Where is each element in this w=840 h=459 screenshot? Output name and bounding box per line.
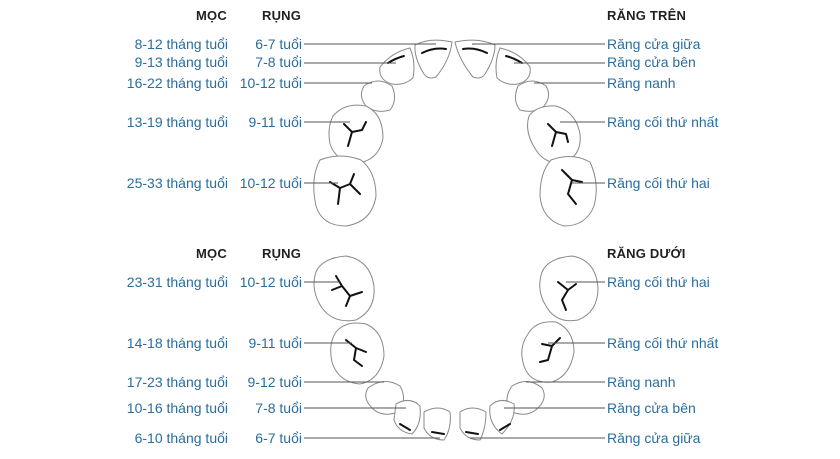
upper-first-molar-right [527, 105, 581, 164]
lower-tooth-5: Răng cửa giữa [607, 430, 701, 446]
upper-erupt-1: 8-12 tháng tuổi [134, 36, 228, 52]
lower-shed-1: 10-12 tuổi [239, 274, 302, 290]
upper-header-erupt: MỌC [196, 8, 227, 23]
upper-tooth-3: Răng nanh [607, 75, 676, 91]
upper-shed-1: 6-7 tuổi [255, 36, 302, 52]
lower-shed-3: 9-12 tuổi [247, 374, 302, 390]
lower-header-title: RĂNG DƯỚI [607, 246, 686, 261]
lower-tooth-1: Răng cối thứ hai [607, 274, 710, 290]
upper-lateral-incisor-left [379, 47, 415, 85]
lower-lateral-incisor-left [393, 400, 421, 435]
upper-erupt-4: 13-19 tháng tuổi [126, 114, 228, 130]
lower-tooth-4: Răng cửa bên [607, 400, 696, 416]
lower-central-incisor-right [459, 407, 487, 441]
lower-first-molar-right [521, 321, 575, 383]
lower-shed-2: 9-11 tuổi [248, 335, 302, 351]
upper-erupt-2: 9-13 tháng tuổi [134, 54, 228, 70]
upper-shed-4: 9-11 tuổi [248, 114, 302, 130]
upper-lateral-incisor-right [495, 47, 531, 85]
lower-erupt-2: 14-18 tháng tuổi [126, 335, 228, 351]
upper-tooth-2: Răng cửa bên [607, 54, 696, 70]
upper-header-title: RĂNG TRÊN [607, 8, 687, 23]
lower-erupt-1: 23-31 tháng tuổi [126, 274, 228, 290]
upper-shed-3: 10-12 tuổi [239, 75, 302, 91]
lower-header-erupt: MỌC [196, 246, 227, 261]
upper-erupt-3: 16-22 tháng tuổi [126, 75, 228, 91]
lower-shed-5: 6-7 tuổi [255, 430, 302, 446]
upper-canine-right [514, 80, 550, 112]
upper-tooth-1: Răng cửa giữa [607, 36, 701, 52]
upper-canine-left [360, 80, 396, 112]
upper-central-incisor-left [414, 39, 453, 79]
lower-central-incisor-left [423, 407, 451, 441]
upper-second-molar-left [313, 155, 377, 227]
lower-header-shed: RỤNG [262, 246, 302, 261]
lower-erupt-3: 17-23 tháng tuổi [126, 374, 228, 390]
lower-erupt-4: 10-16 tháng tuổi [126, 400, 228, 416]
upper-shed-5: 10-12 tuổi [239, 175, 302, 191]
upper-header-shed: RỤNG [262, 8, 302, 23]
lower-shed-4: 7-8 tuổi [255, 400, 302, 416]
upper-shed-2: 7-8 tuổi [255, 54, 302, 70]
upper-tooth-5: Răng cối thứ hai [607, 175, 710, 191]
lower-erupt-5: 6-10 tháng tuổi [134, 430, 228, 446]
lower-first-molar-left [330, 322, 385, 385]
upper-tooth-4: Răng cối thứ nhất [607, 114, 719, 130]
upper-first-molar-left [328, 104, 384, 164]
leader-lines [304, 43, 605, 439]
fissure-marks [329, 47, 583, 435]
upper-erupt-5: 25-33 tháng tuổi [126, 175, 228, 191]
upper-central-incisor-right [454, 39, 496, 79]
lower-tooth-3: Răng nanh [607, 374, 676, 390]
lower-tooth-2: Răng cối thứ nhất [607, 335, 719, 351]
